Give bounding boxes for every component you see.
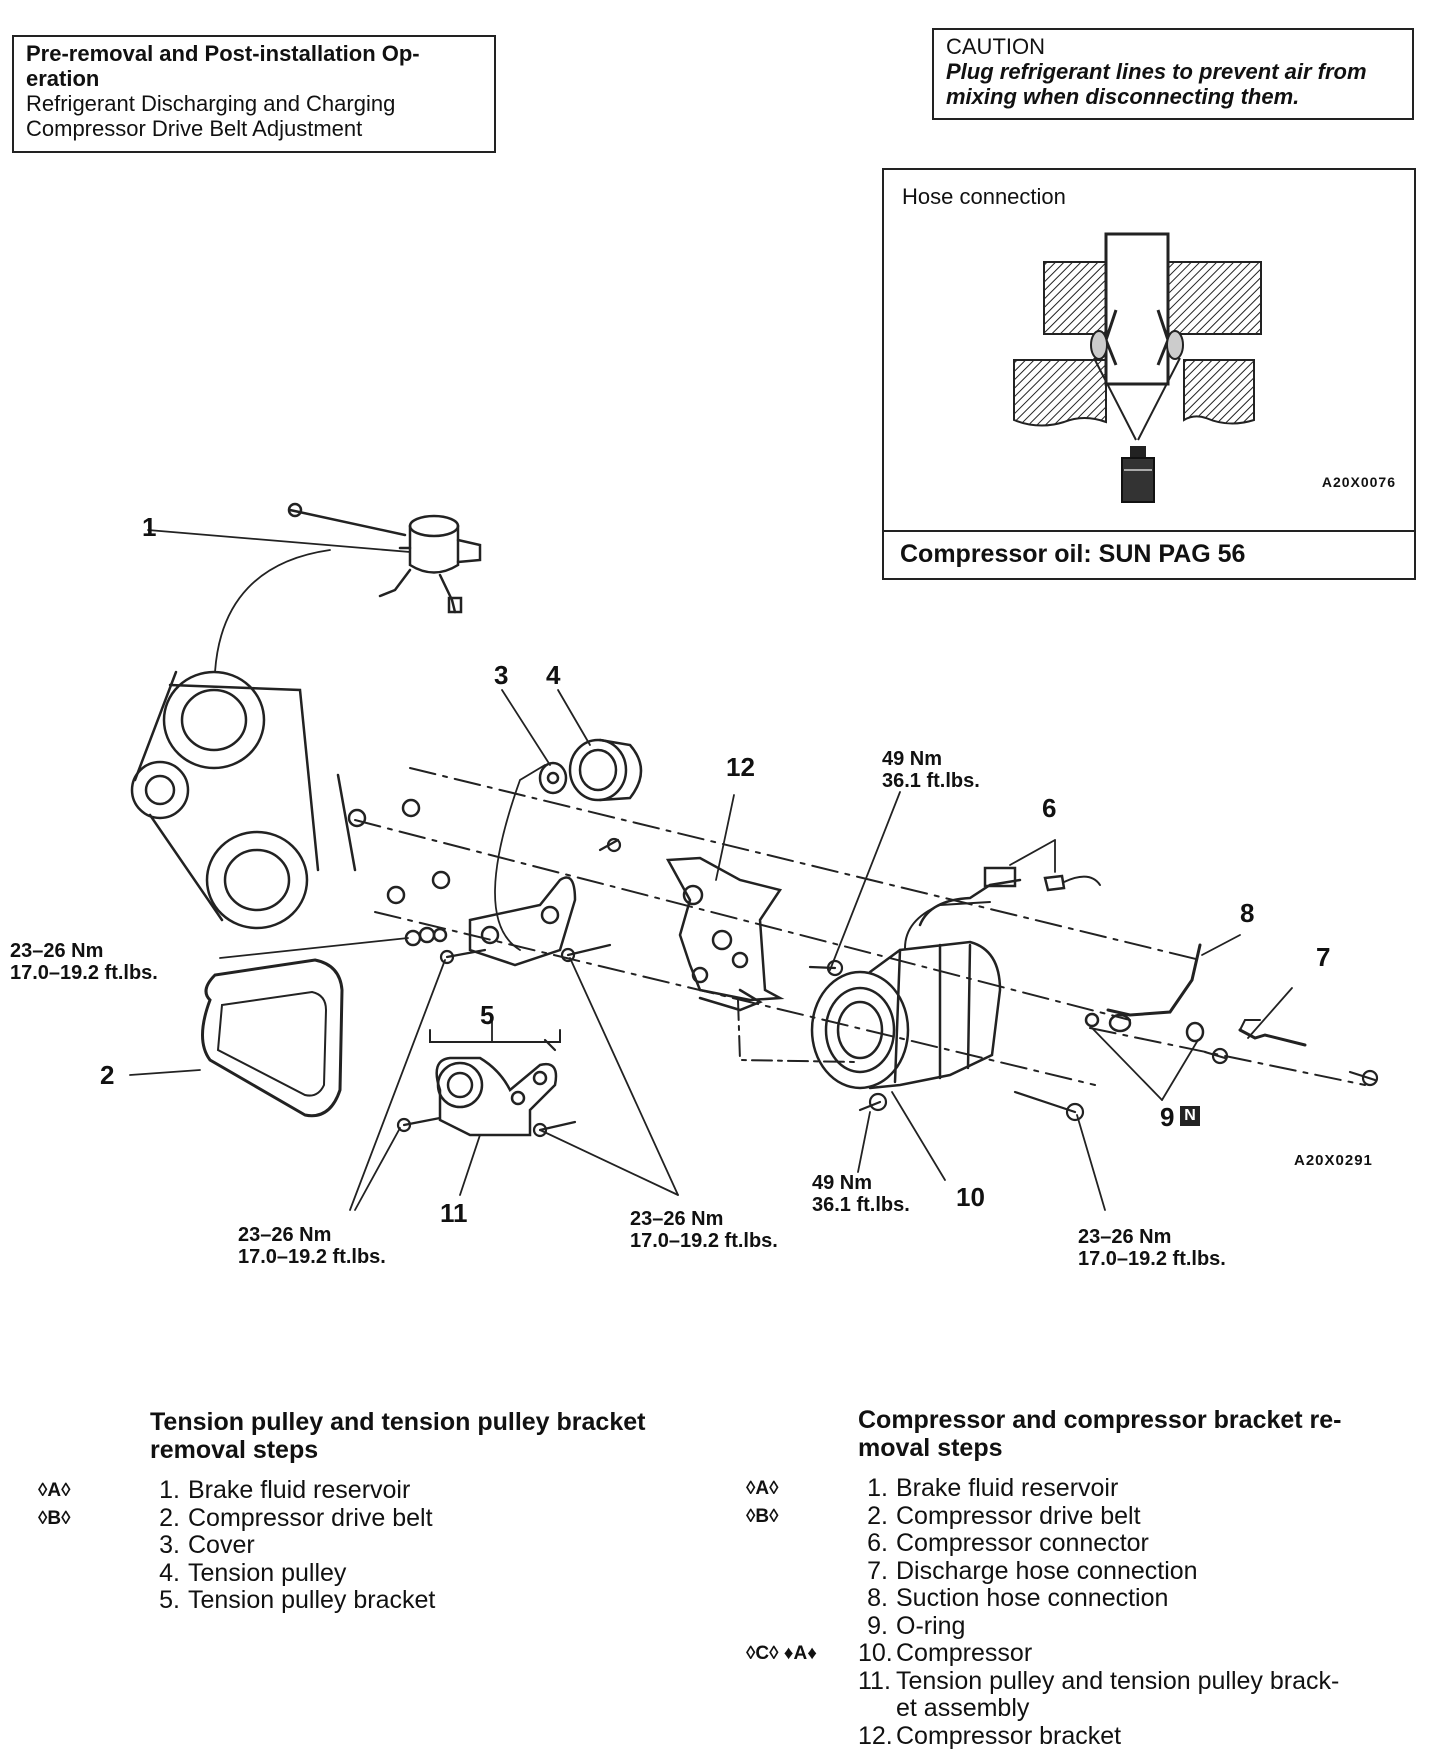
compressor-step-number: 2.: [858, 1503, 888, 1531]
compressor-step-number: 9.: [858, 1613, 888, 1641]
compressor-step: ◊C◊ ♦A♦10.Compressor: [858, 1640, 1339, 1668]
torque-label-bottom-2: 23–26 Nm 17.0–19.2 ft.lbs.: [630, 1208, 778, 1252]
torque-top-ft: 36.1 ft.lbs.: [882, 770, 980, 792]
compressor-step: 12. Compressor bracket: [858, 1723, 1339, 1750]
torque-label-bottom-3: 23–26 Nm 17.0–19.2 ft.lbs.: [1078, 1226, 1226, 1270]
torque-top-nm: 49 Nm: [882, 748, 980, 770]
compressor-step-text: O-ring: [896, 1612, 965, 1640]
compressor-steps-list: ◊A◊1.Brake fluid reservoir◊B◊2.Compresso…: [858, 1475, 1339, 1750]
tension-step-number: 3.: [150, 1532, 180, 1560]
compressor-step-text: Tension pulley and tension pulley brack-: [896, 1667, 1339, 1695]
torque-b1-nm: 23–26 Nm: [238, 1224, 386, 1246]
tension-step-number: 4.: [150, 1560, 180, 1588]
callout-10: 10: [956, 1182, 985, 1213]
torque-left-ft: 17.0–19.2 ft.lbs.: [10, 962, 158, 984]
callout-9: 9: [1160, 1102, 1174, 1133]
tension-step-mark: ◊B◊: [38, 1505, 138, 1533]
compressor-steps-title-line2: moval steps: [858, 1434, 1418, 1462]
tension-steps-title-line1: Tension pulley and tension pulley bracke…: [150, 1408, 730, 1436]
compressor-steps-title: Compressor and compressor bracket re- mo…: [858, 1406, 1418, 1462]
compressor-step-mark: ◊A◊: [746, 1475, 846, 1503]
torque-mid-ft: 36.1 ft.lbs.: [812, 1194, 910, 1216]
compressor-step-number: 6.: [858, 1530, 888, 1558]
callout-4: 4: [546, 660, 560, 691]
torque-b2-ft: 17.0–19.2 ft.lbs.: [630, 1230, 778, 1252]
tension-step-mark: ◊A◊: [38, 1477, 138, 1505]
diagram-figure-code: A20X0291: [1294, 1152, 1373, 1169]
callout-7: 7: [1316, 942, 1330, 973]
tension-step-number: 5.: [150, 1587, 180, 1615]
tension-steps-title: Tension pulley and tension pulley bracke…: [150, 1408, 730, 1464]
tension-step: 3. Cover: [150, 1532, 435, 1560]
callout-5: 5: [480, 1000, 494, 1031]
torque-label-left: 23–26 Nm 17.0–19.2 ft.lbs.: [10, 940, 158, 984]
tension-step-text: Brake fluid reservoir: [188, 1476, 410, 1504]
callout-8: 8: [1240, 898, 1254, 929]
callout-6: 6: [1042, 793, 1056, 824]
torque-b2-nm: 23–26 Nm: [630, 1208, 778, 1230]
callout-2: 2: [100, 1060, 114, 1091]
torque-left-nm: 23–26 Nm: [10, 940, 158, 962]
compressor-step: ◊B◊2.Compressor drive belt: [858, 1503, 1339, 1531]
tension-step: ◊A◊1.Brake fluid reservoir: [150, 1477, 435, 1505]
exploded-diagram: [0, 0, 1456, 1250]
compressor-step-mark: ◊C◊ ♦A♦: [746, 1640, 846, 1668]
callout-12: 12: [726, 752, 755, 783]
tension-steps-list: ◊A◊1.Brake fluid reservoir◊B◊2.Compresso…: [150, 1477, 435, 1615]
compressor-step-text: Compressor connector: [896, 1529, 1149, 1557]
callout-9-mark: N: [1180, 1106, 1200, 1126]
compressor-step-number: 7.: [858, 1558, 888, 1586]
compressor-step-text: Discharge hose connection: [896, 1557, 1198, 1585]
torque-label-mid: 49 Nm 36.1 ft.lbs.: [812, 1172, 910, 1216]
compressor-step-mark: ◊B◊: [746, 1503, 846, 1531]
compressor-step: 6. Compressor connector: [858, 1530, 1339, 1558]
compressor-step-text: Compressor bracket: [896, 1722, 1121, 1750]
compressor-step: 9. O-ring: [858, 1613, 1339, 1641]
torque-label-bottom-1: 23–26 Nm 17.0–19.2 ft.lbs.: [238, 1224, 386, 1268]
compressor-step-number: 11.: [858, 1668, 888, 1696]
tension-step: 5. Tension pulley bracket: [150, 1587, 435, 1615]
torque-mid-nm: 49 Nm: [812, 1172, 910, 1194]
tension-step: ◊B◊2.Compressor drive belt: [150, 1505, 435, 1533]
compressor-step: et assembly: [858, 1695, 1339, 1723]
compressor-step-number: 1.: [858, 1475, 888, 1503]
torque-b3-nm: 23–26 Nm: [1078, 1226, 1226, 1248]
compressor-step-number: 10.: [858, 1640, 888, 1668]
tension-step-text: Tension pulley bracket: [188, 1586, 435, 1614]
compressor-step: 7. Discharge hose connection: [858, 1558, 1339, 1586]
compressor-step-number: 8.: [858, 1585, 888, 1613]
compressor-step-number: 12.: [858, 1723, 888, 1750]
compressor-step: 8. Suction hose connection: [858, 1585, 1339, 1613]
tension-step-number: 1.: [150, 1477, 180, 1505]
torque-b1-ft: 17.0–19.2 ft.lbs.: [238, 1246, 386, 1268]
callout-1: 1: [142, 512, 156, 543]
tension-step-number: 2.: [150, 1505, 180, 1533]
callout-3: 3: [494, 660, 508, 691]
torque-label-top: 49 Nm 36.1 ft.lbs.: [882, 748, 980, 792]
compressor-step-text: Suction hose connection: [896, 1584, 1168, 1612]
compressor-step: ◊A◊1.Brake fluid reservoir: [858, 1475, 1339, 1503]
compressor-steps-title-line1: Compressor and compressor bracket re-: [858, 1406, 1418, 1434]
tension-step-text: Compressor drive belt: [188, 1504, 433, 1532]
tension-step-text: Cover: [188, 1531, 255, 1559]
compressor-step-text: et assembly: [858, 1694, 1029, 1722]
torque-b3-ft: 17.0–19.2 ft.lbs.: [1078, 1248, 1226, 1270]
compressor-step-text: Compressor drive belt: [896, 1502, 1141, 1530]
compressor-step-text: Compressor: [896, 1639, 1032, 1667]
tension-step: 4. Tension pulley: [150, 1560, 435, 1588]
compressor-step-text: Brake fluid reservoir: [896, 1474, 1118, 1502]
callout-11: 11: [440, 1198, 468, 1229]
tension-steps-title-line2: removal steps: [150, 1436, 730, 1464]
compressor-step: 11. Tension pulley and tension pulley bra…: [858, 1668, 1339, 1696]
tension-step-text: Tension pulley: [188, 1559, 346, 1587]
